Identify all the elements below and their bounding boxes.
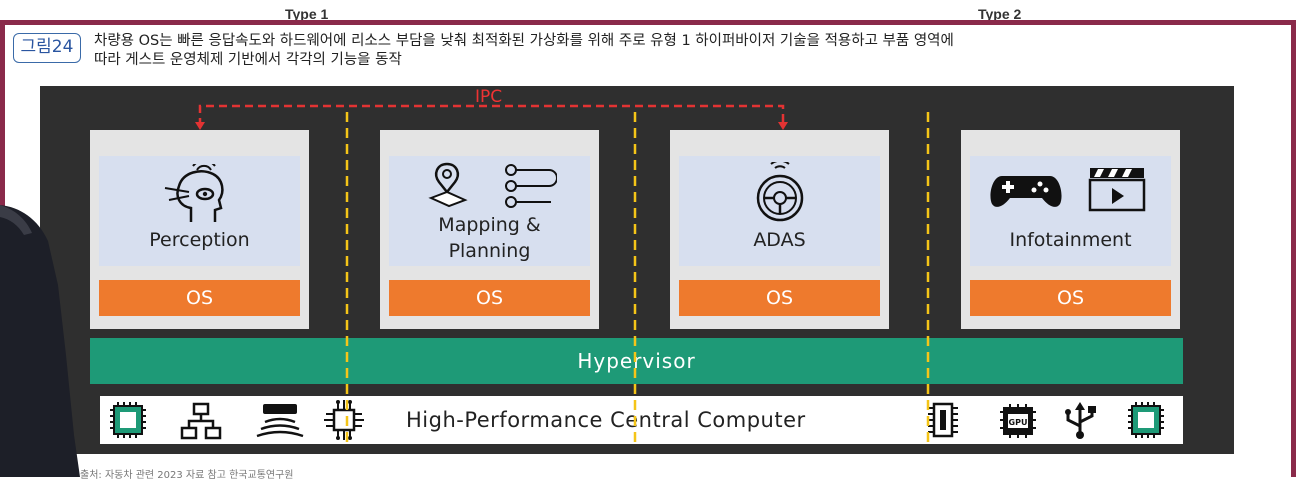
ipc-connector: [195, 104, 788, 130]
module-card: ADAS: [679, 156, 880, 266]
gamepad-icon: [990, 176, 1062, 207]
type2-label: Type 2: [978, 6, 1022, 22]
module-perception: Perception OS: [90, 130, 309, 329]
module-mapping-planning: Mapping & Planning OS: [380, 130, 599, 329]
usb-icon: [1065, 402, 1096, 439]
presenter-video-overlay: [0, 205, 80, 477]
figure-badge: 그림24: [13, 33, 81, 63]
memory-icon: [928, 402, 958, 438]
chip-icon: [1128, 402, 1164, 438]
module-card: Perception: [99, 156, 300, 266]
clapperboard-icon: [1088, 168, 1146, 212]
module-label: ADAS: [753, 229, 806, 251]
perception-head-icon: [164, 164, 224, 222]
os-bar: OS: [970, 280, 1171, 316]
os-bar: OS: [679, 280, 880, 316]
network-icon: [180, 402, 222, 440]
hypervisor-layer: Hypervisor: [90, 338, 1183, 384]
module-infotainment: Infotainment OS: [961, 130, 1180, 329]
ipc-label: IPC: [475, 87, 503, 107]
hpcc-layer: High-Performance Central Computer GPU: [100, 396, 1183, 444]
caption-line-1: 차량용 OS는 빠른 응답속도와 하드웨어에 리소스 부담을 낮춰 최적화된 가…: [94, 33, 954, 49]
module-label: Infotainment: [1009, 229, 1132, 251]
top-divider: [0, 20, 1296, 25]
hypervisor-diagram: IPC Perception OS: [40, 86, 1234, 454]
os-bar: OS: [389, 280, 590, 316]
chip-icon: [110, 402, 146, 438]
module-card: Mapping & Planning: [389, 156, 590, 266]
source-footer: 출처: 자동차 관련 2023 자료 참고 한국교통연구원: [80, 470, 294, 481]
os-bar: OS: [99, 280, 300, 316]
gpu-text: GPU: [1009, 418, 1028, 427]
hpcc-label: High-Performance Central Computer: [406, 408, 806, 432]
module-card: Infotainment: [970, 156, 1171, 266]
figure-caption: 차량용 OS는 빠른 응답속도와 하드웨어에 리소스 부담을 낮춰 최적화된 가…: [94, 32, 1274, 70]
slide-header: Type 1 Type 2: [0, 0, 1296, 24]
steering-wheel-icon: [756, 162, 804, 222]
gpu-icon: GPU: [1000, 404, 1036, 438]
caption-line-2: 따라 게스트 운영체제 기반에서 각각의 기능을 동작: [94, 52, 402, 68]
radar-sensor-icon: [256, 404, 304, 438]
module-label-line-2: Planning: [448, 240, 531, 262]
right-border: [1291, 20, 1296, 477]
module-label-line-1: Mapping &: [438, 214, 541, 236]
type1-label: Type 1: [285, 6, 329, 22]
map-route-icon: [428, 162, 557, 208]
module-adas: ADAS OS: [670, 130, 889, 329]
module-label: Perception: [149, 229, 250, 251]
processor-icon: [324, 400, 364, 440]
